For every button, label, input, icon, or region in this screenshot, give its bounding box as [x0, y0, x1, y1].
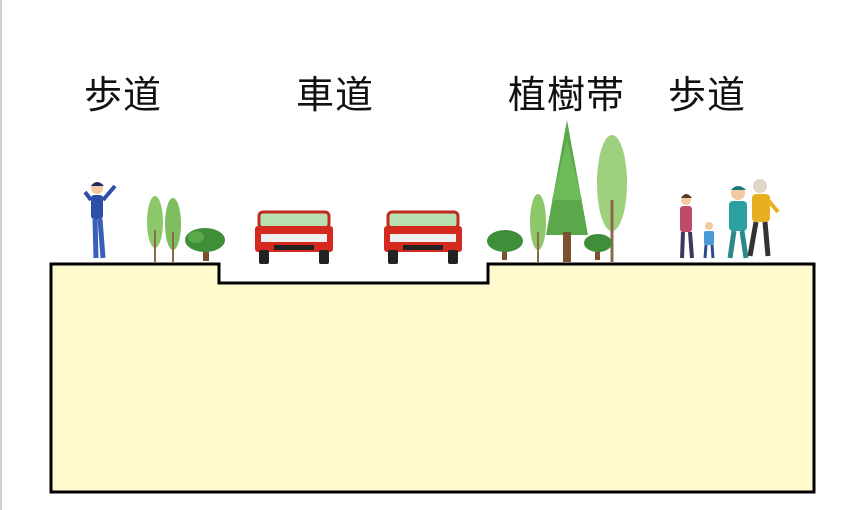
conifer-tree-icon	[546, 120, 588, 262]
label-roadway: 車道	[296, 73, 375, 117]
label-sidewalk-right: 歩道	[668, 73, 747, 117]
shrub-icon	[487, 230, 523, 260]
label-sidewalk-left: 歩道	[84, 73, 163, 117]
shrub-icon	[584, 234, 612, 260]
family-walking-icon	[680, 179, 780, 259]
pedestrian-icon	[83, 182, 117, 259]
car-icon	[384, 210, 462, 264]
shrub-icon	[185, 228, 225, 261]
poplar-tree-icon	[597, 135, 627, 262]
poplar-tree-icon	[530, 194, 546, 262]
label-planting-strip: 植樹帯	[508, 73, 626, 117]
car-icon	[255, 210, 333, 264]
poplar-tree-icon	[147, 196, 181, 262]
window-left-edge	[0, 0, 2, 510]
road-cross-section	[49, 262, 816, 494]
